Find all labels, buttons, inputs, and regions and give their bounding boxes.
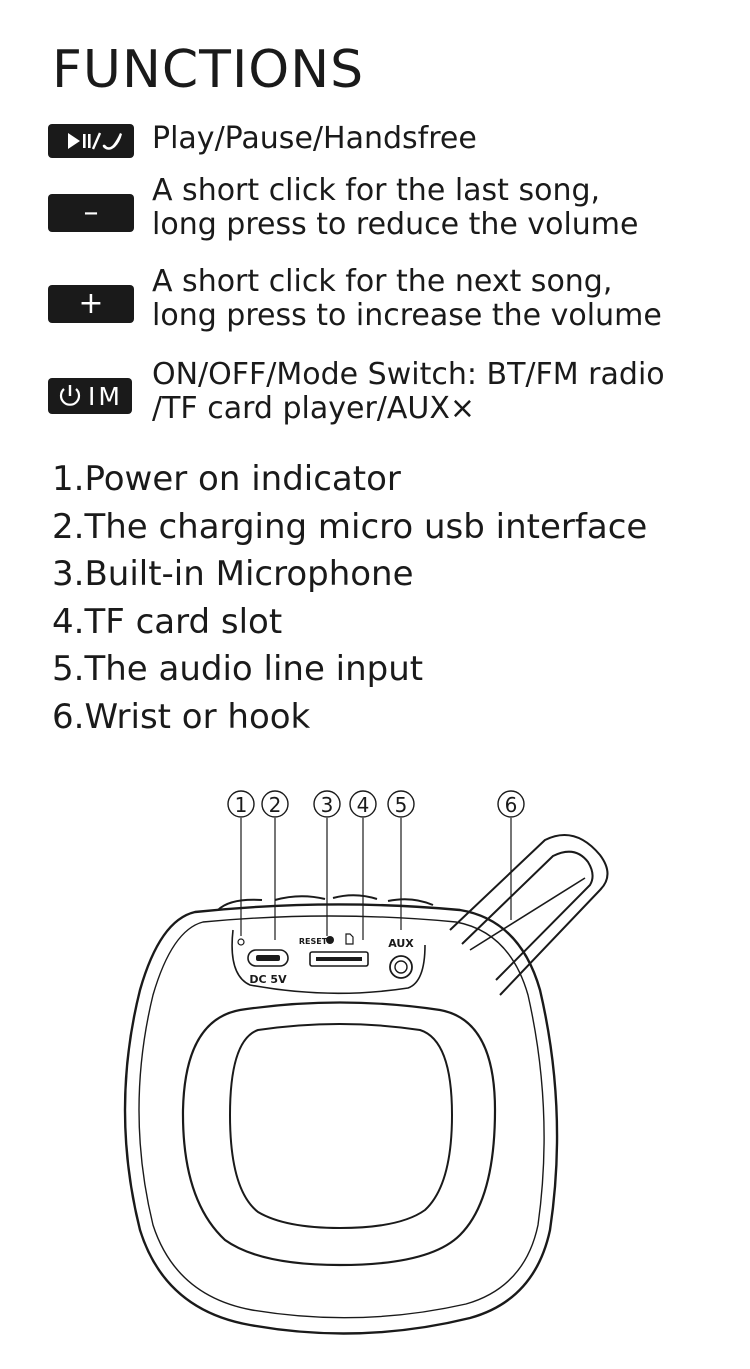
callout-4: 4: [357, 793, 370, 817]
function-text: Play/Pause/Handsfree: [152, 121, 477, 156]
list-item: 1.Power on indicator: [52, 459, 401, 499]
parts-list: 1.Power on indicator 2.The charging micr…: [52, 456, 647, 741]
callout-6: 6: [505, 793, 518, 817]
page-title: FUNCTIONS: [52, 40, 365, 100]
speaker-body-inner: [138, 915, 545, 1319]
speaker-ring: [181, 1001, 497, 1267]
tf-card-slot: [309, 951, 369, 967]
aux-port: [389, 955, 413, 979]
function-minus: – A short click for the last song, long …: [48, 174, 639, 242]
plus-icon: +: [48, 285, 134, 323]
callout-3: 3: [321, 793, 334, 817]
usb-port: [247, 949, 289, 967]
list-item: 3.Built-in Microphone: [52, 554, 414, 594]
list-item: 4.TF card slot: [52, 601, 283, 642]
speaker-diagram: 1 2 3 4 5 6 DC 5V RESET AUX: [123, 790, 609, 1335]
reset-label: RESET: [299, 937, 328, 946]
minus-icon: –: [48, 194, 134, 232]
callout-1: 1: [235, 793, 248, 817]
power-indicator: [237, 938, 245, 946]
play-pause-handsfree-icon: [48, 124, 134, 158]
function-text: A short click for the next song, long pr…: [152, 264, 662, 333]
dc-label: DC 5V: [249, 973, 287, 986]
control-panel: [231, 929, 426, 995]
function-power-mode: IM ON/OFF/Mode Switch: BT/FM radio /TF c…: [48, 358, 665, 426]
function-text: A short click for the last song, long pr…: [152, 173, 639, 242]
list-item: 5.The audio line input: [52, 649, 424, 689]
callout-2: 2: [269, 793, 282, 817]
function-text: ON/OFF/Mode Switch: BT/FM radio /TF card…: [152, 357, 665, 426]
speaker-body-outer: [123, 903, 559, 1335]
callout-5: 5: [395, 793, 408, 817]
power-mode-icon: IM: [48, 378, 132, 414]
aux-label: AUX: [388, 937, 414, 950]
list-item: 2.The charging micro usb interface: [52, 506, 648, 547]
function-plus: + A short click for the next song, long …: [48, 265, 662, 333]
wrist-strap: [449, 834, 609, 996]
function-play-pause: Play/Pause/Handsfree: [48, 122, 477, 158]
list-item: 6.Wrist or hook: [52, 696, 311, 737]
